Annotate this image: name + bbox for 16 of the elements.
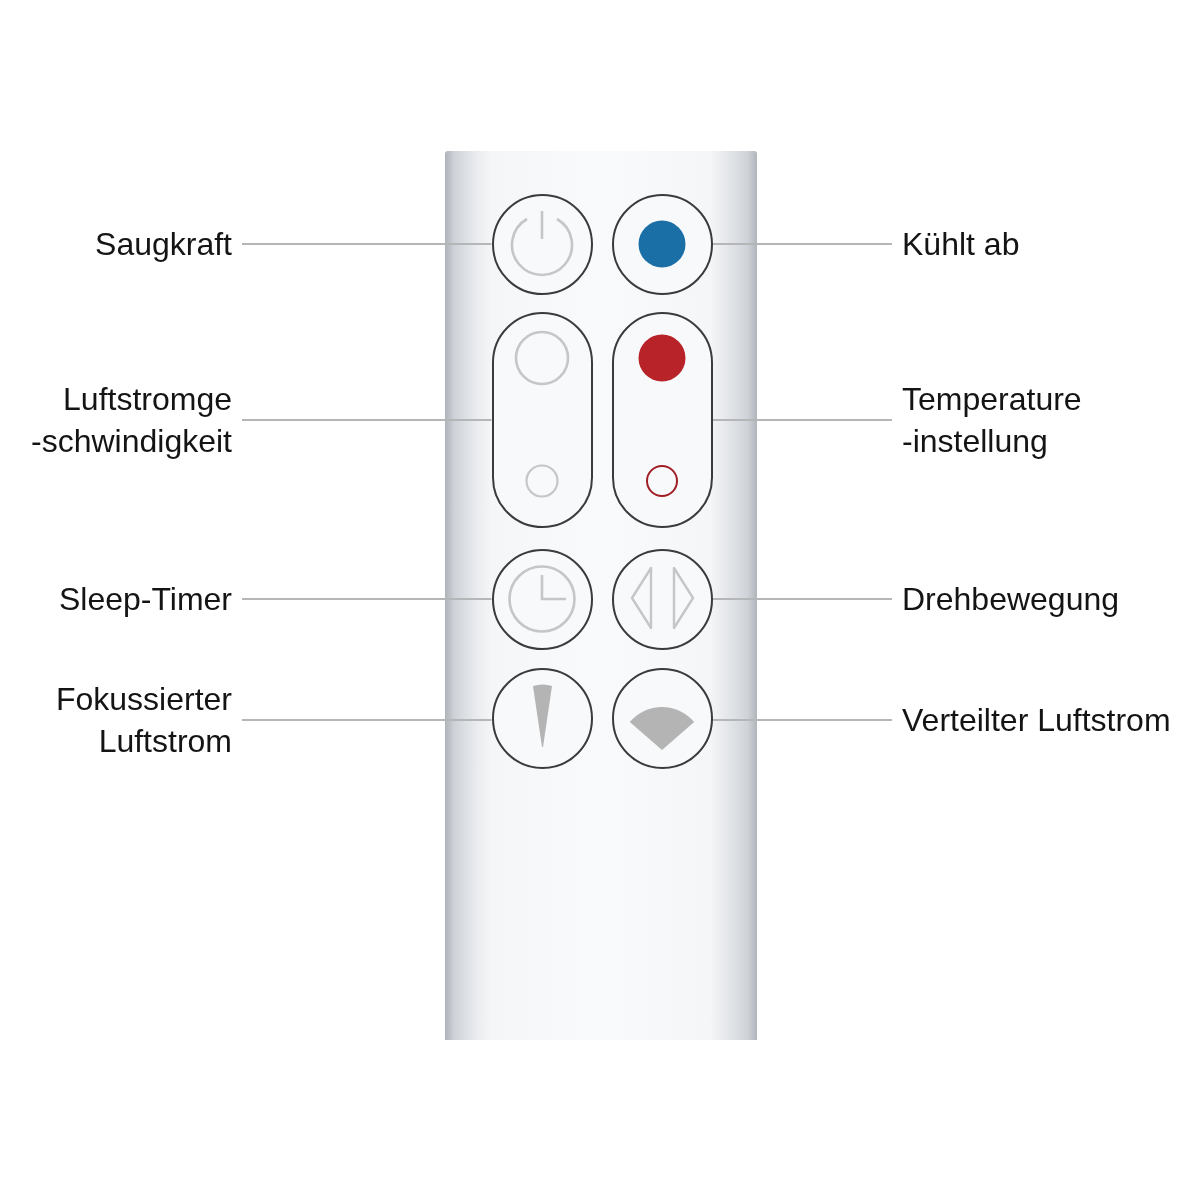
leader-line (241, 598, 493, 600)
leader-line (241, 719, 493, 721)
leader-line (711, 598, 893, 600)
callout-label: Luftstromge -schwindigkeit (31, 378, 232, 462)
leader-line (241, 243, 493, 245)
leader-line (241, 419, 493, 421)
callout-label: Temperature -instellung (902, 378, 1082, 462)
callout-label: Drehbewegung (902, 578, 1120, 620)
callout-label: Sleep-Timer (58, 578, 232, 620)
callout-label: Fokussierter Luftstrom (55, 678, 232, 762)
callout-label: Saugkraft (95, 223, 232, 265)
callout-label: Kühlt ab (902, 223, 1020, 265)
leader-line (711, 719, 893, 721)
callout-label: Verteilter Luftstrom (902, 699, 1171, 741)
leader-line (711, 419, 893, 421)
leader-line (711, 243, 893, 245)
